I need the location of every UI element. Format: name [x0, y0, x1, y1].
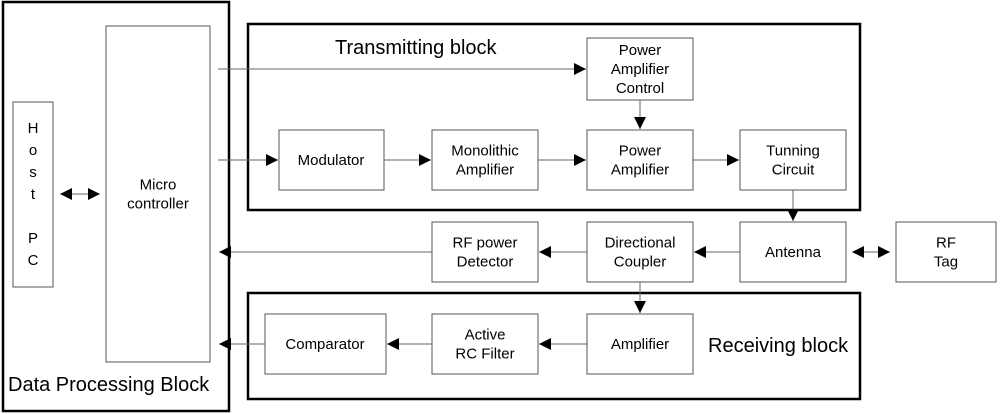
antenna-label: Antenna	[765, 244, 822, 261]
transmitting-block-title: Transmitting block	[335, 37, 498, 59]
comparator-block: Comparator	[264, 313, 387, 375]
amplifier-line: Amplifier	[611, 336, 669, 353]
active-rc-filter-line: Active	[465, 327, 506, 344]
host-pc-line: P	[28, 230, 38, 247]
comparator-label: Comparator	[285, 336, 364, 353]
monolithic-amplifier-line: Amplifier	[456, 162, 514, 179]
active-rc-filter-label: Active RC Filter	[455, 327, 514, 363]
rf-tag-line: Tag	[934, 254, 958, 271]
power-amplifier-control-line: Power	[619, 42, 662, 59]
antenna-line: Antenna	[765, 244, 822, 261]
receiving-block-frame	[246, 291, 862, 401]
amplifier-label: Amplifier	[611, 336, 669, 353]
power-amplifier-control-line: Control	[616, 80, 664, 97]
microcontroller-line: controller	[127, 196, 189, 213]
data-processing-block-title: Data Processing Block	[8, 374, 210, 396]
host-pc-line: H	[28, 120, 39, 137]
tunning-circuit-line: Circuit	[772, 162, 815, 179]
rf-tag-line: RF	[936, 235, 956, 252]
microcontroller-block: Micro controller	[105, 25, 211, 363]
rf-power-detector-line: RF power	[452, 235, 517, 252]
active-rc-filter-line: RC Filter	[455, 346, 514, 363]
host-pc-line: s	[29, 164, 37, 181]
host-pc-line: C	[28, 252, 39, 269]
directional-coupler-line: Coupler	[614, 254, 667, 271]
rf-tag-block: RF Tag	[895, 221, 997, 283]
tunning-circuit-line: Tunning	[766, 143, 820, 160]
data-processing-block-frame	[1, 0, 231, 413]
monolithic-amplifier-line: Monolithic	[451, 143, 519, 160]
amplifier-block: Amplifier	[586, 313, 694, 375]
modulator-block: Modulator	[278, 129, 385, 191]
modulator-label: Modulator	[298, 152, 365, 169]
microcontroller-line: Micro	[140, 177, 177, 194]
modulator-line: Modulator	[298, 152, 365, 169]
antenna-block: Antenna	[739, 221, 847, 283]
directional-coupler-line: Directional	[605, 235, 676, 252]
power-amplifier-line: Power	[619, 143, 662, 160]
host-pc-line: o	[29, 142, 37, 159]
rf-power-detector-line: Detector	[457, 254, 514, 271]
comparator-line: Comparator	[285, 336, 364, 353]
power-amplifier-control-line: Amplifier	[611, 61, 669, 78]
transmitting-block-frame	[246, 22, 862, 212]
receiving-block-title: Receiving block	[708, 335, 849, 357]
power-amplifier-line: Amplifier	[611, 162, 669, 179]
microcontroller-label: Micro controller	[127, 177, 189, 213]
host-pc-line: t	[31, 186, 36, 203]
rf-tag-label: RF Tag	[934, 235, 958, 271]
active-rc-filter-block: Active RC Filter	[431, 313, 539, 375]
